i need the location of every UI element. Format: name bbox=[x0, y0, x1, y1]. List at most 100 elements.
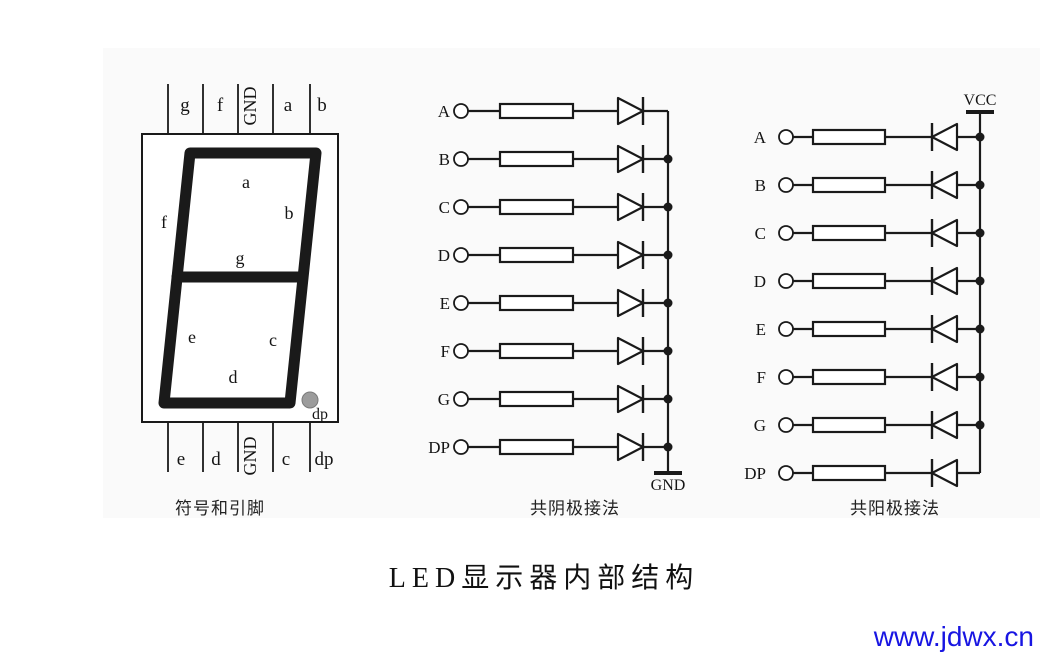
input-terminal-circle bbox=[453, 391, 469, 407]
junction-dot bbox=[663, 298, 673, 308]
resistor bbox=[811, 128, 887, 146]
led-diode-icon bbox=[616, 288, 645, 318]
input-terminal-circle bbox=[778, 177, 794, 193]
circuit-row: G bbox=[754, 410, 985, 440]
circuit-row: E bbox=[756, 314, 985, 344]
input-terminal-circle bbox=[778, 273, 794, 289]
input-terminal-circle bbox=[778, 129, 794, 145]
circuit-row: C bbox=[439, 192, 673, 222]
segment-input-label: A bbox=[438, 102, 451, 121]
common-cathode-caption: 共阴极接法 bbox=[530, 499, 620, 518]
resistor bbox=[498, 246, 575, 264]
junction-dot bbox=[975, 228, 985, 238]
led-diode-icon bbox=[930, 122, 959, 152]
ground-rail-label: GND bbox=[651, 477, 686, 494]
circuit-row: F bbox=[757, 362, 985, 392]
junction-dot bbox=[975, 372, 985, 382]
segment-label-g: g bbox=[236, 248, 245, 268]
segment-label-b: b bbox=[285, 203, 294, 223]
segment-label-e: e bbox=[188, 327, 196, 347]
resistor bbox=[498, 294, 575, 312]
circuit-row: C bbox=[755, 218, 985, 248]
circuit-row: B bbox=[439, 144, 673, 174]
circuit-row: DP bbox=[744, 458, 980, 488]
led-diode-icon bbox=[616, 336, 645, 366]
resistor bbox=[811, 368, 887, 386]
symbol-caption: 符号和引脚 bbox=[175, 499, 265, 518]
input-terminal-circle bbox=[778, 225, 794, 241]
resistor bbox=[498, 150, 575, 168]
segment-label-f: f bbox=[161, 212, 167, 232]
segment-input-label: E bbox=[756, 320, 766, 339]
resistor bbox=[811, 224, 887, 242]
segment-input-label: B bbox=[755, 176, 766, 195]
led-diode-icon bbox=[930, 362, 959, 392]
junction-dot bbox=[663, 202, 673, 212]
common-anode-caption: 共阳极接法 bbox=[850, 499, 940, 518]
segment-input-label: DP bbox=[744, 464, 766, 483]
input-terminal-circle bbox=[453, 343, 469, 359]
input-terminal-circle bbox=[453, 103, 469, 119]
junction-dot bbox=[663, 250, 673, 260]
junction-dot bbox=[975, 276, 985, 286]
junction-dot bbox=[975, 132, 985, 142]
segment-input-label: G bbox=[438, 390, 450, 409]
circuit-row: A bbox=[438, 96, 668, 126]
segment-input-label: D bbox=[754, 272, 766, 291]
watermark-url: www.jdwx.cn bbox=[873, 621, 1034, 652]
figure-title: LED显示器内部结构 bbox=[388, 563, 700, 594]
segment-input-label: C bbox=[439, 198, 450, 217]
bottom-pin-leads bbox=[167, 422, 311, 472]
input-terminal-circle bbox=[453, 199, 469, 215]
bottom-pin-label: dp bbox=[315, 449, 334, 470]
segment-input-label: D bbox=[438, 246, 450, 265]
led-diode-icon bbox=[616, 96, 645, 126]
led-diode-icon bbox=[930, 410, 959, 440]
resistor bbox=[498, 102, 575, 120]
input-terminal-circle bbox=[778, 417, 794, 433]
input-terminal-circle bbox=[453, 295, 469, 311]
common-anode-circuit: A B C D E F G DP VCC bbox=[744, 92, 997, 488]
led-diode-icon bbox=[930, 314, 959, 344]
resistor bbox=[811, 320, 887, 338]
junction-dot bbox=[663, 154, 673, 164]
segment-input-label: B bbox=[439, 150, 450, 169]
led-diode-icon bbox=[616, 384, 645, 414]
resistor bbox=[498, 198, 575, 216]
led-diode-icon bbox=[616, 144, 645, 174]
segment-input-label: G bbox=[754, 416, 766, 435]
vcc-rail-label: VCC bbox=[964, 92, 997, 109]
seven-segment-symbol-diagram: g f GND a b a b f g e c d dp e bbox=[141, 84, 339, 476]
segment-input-label: E bbox=[440, 294, 450, 313]
input-terminal-circle bbox=[778, 465, 794, 481]
junction-dot bbox=[663, 394, 673, 404]
segment-input-label: F bbox=[441, 342, 450, 361]
junction-dot bbox=[975, 180, 985, 190]
segment-input-label: A bbox=[754, 128, 767, 147]
input-terminal-circle bbox=[453, 439, 469, 455]
led-diode-icon bbox=[930, 266, 959, 296]
led-diode-icon bbox=[930, 458, 959, 488]
resistor bbox=[811, 272, 887, 290]
led-diode-icon bbox=[616, 432, 645, 462]
decimal-point-dot bbox=[301, 391, 319, 409]
junction-dot bbox=[975, 324, 985, 334]
input-terminal-circle bbox=[778, 321, 794, 337]
resistor bbox=[811, 176, 887, 194]
circuit-row: G bbox=[438, 384, 673, 414]
circuit-row: A bbox=[754, 122, 985, 152]
circuit-row: E bbox=[440, 288, 673, 318]
top-pin-label: f bbox=[217, 95, 224, 116]
segment-input-label: C bbox=[755, 224, 766, 243]
input-terminal-circle bbox=[453, 151, 469, 167]
segment-label-c: c bbox=[269, 330, 277, 350]
top-pin-label-gnd: GND bbox=[240, 87, 260, 126]
circuit-row: D bbox=[438, 240, 673, 270]
resistor bbox=[811, 416, 887, 434]
decimal-point-label: dp bbox=[312, 406, 328, 423]
junction-dot bbox=[975, 420, 985, 430]
resistor bbox=[498, 438, 575, 456]
led-diode-icon bbox=[616, 192, 645, 222]
